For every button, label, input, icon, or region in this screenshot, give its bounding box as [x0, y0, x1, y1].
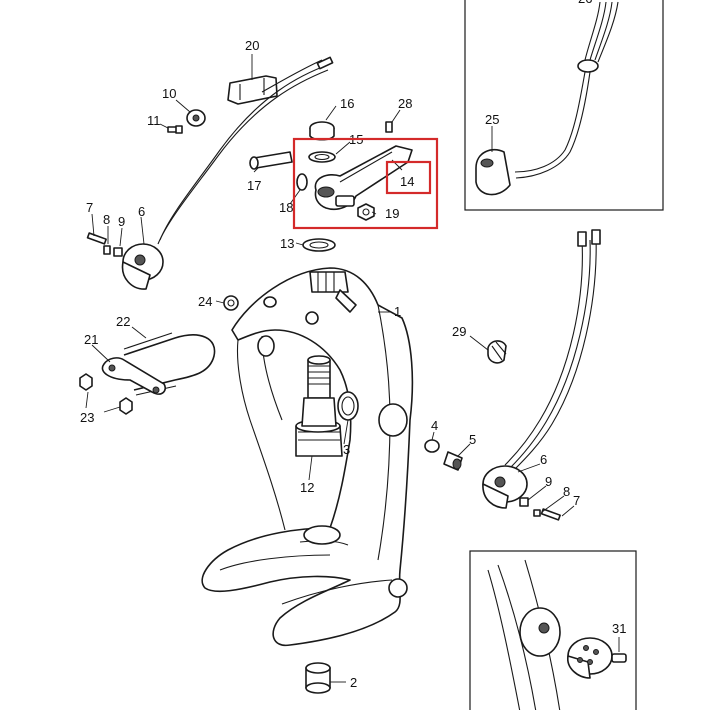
callout-3: 3	[343, 442, 350, 457]
callout-17: 17	[247, 178, 261, 193]
part-15-washer	[308, 151, 336, 163]
callout-20: 20	[245, 38, 259, 53]
part-29-clip	[487, 340, 507, 364]
harness-right	[504, 229, 601, 471]
part-19-nut	[357, 203, 375, 221]
leader-lines	[85, 54, 575, 683]
part-28-screw	[385, 121, 393, 133]
part-21-plate	[101, 357, 167, 395]
part-13-washer	[302, 238, 336, 252]
callout-11: 11	[147, 113, 161, 128]
callout-31: 31	[612, 621, 626, 636]
fasteners-right-7-8-9	[519, 497, 561, 521]
callout-23: 23	[80, 410, 94, 425]
part-17-pin	[249, 151, 293, 170]
callout-21: 21	[84, 332, 98, 347]
callout-1: 1	[394, 304, 401, 319]
inset-box-top-right	[464, 0, 664, 211]
sensor-left-part-6	[121, 216, 164, 290]
part-11-screw	[167, 125, 183, 134]
callout-28: 28	[398, 96, 412, 111]
inset-box-bottom-right	[469, 550, 637, 710]
callout-9-right: 9	[545, 474, 552, 489]
fasteners-left-7-8-9	[86, 232, 123, 257]
callout-19: 19	[385, 206, 399, 221]
part-5-bushing	[443, 451, 463, 471]
callout-labels: 20 10 11 16 28 15 17 14 18 19 7 8 9 6 13…	[80, 0, 626, 690]
callout-5: 5	[469, 432, 476, 447]
part-22-u-bolt	[123, 332, 216, 396]
callout-10: 10	[162, 86, 176, 101]
callout-13: 13	[280, 236, 294, 251]
callout-8-left: 8	[103, 212, 110, 227]
callout-7-left: 7	[86, 200, 93, 215]
part-18-washer	[296, 173, 308, 191]
callout-24: 24	[198, 294, 212, 309]
callout-6-left: 6	[138, 204, 145, 219]
callout-7-right: 7	[573, 493, 580, 508]
highlight-box-part-14	[385, 160, 432, 195]
part-24-ring	[223, 295, 239, 311]
callout-14: 14	[400, 174, 414, 189]
part-23-nuts	[79, 373, 133, 415]
highlight-box-assembly	[292, 137, 439, 230]
callout-4: 4	[431, 418, 438, 433]
part-16-bushing	[309, 121, 335, 141]
callout-8-right: 8	[563, 484, 570, 499]
part-10-plate	[186, 109, 206, 127]
part-20-clip	[227, 75, 278, 105]
callout-29: 29	[452, 324, 466, 339]
highlight-boxes	[292, 137, 439, 230]
callout-25: 25	[485, 112, 499, 127]
callout-12: 12	[300, 480, 314, 495]
callout-26: 26	[578, 0, 592, 6]
callout-16: 16	[340, 96, 354, 111]
callout-2: 2	[350, 675, 357, 690]
part-2-bushing	[305, 662, 331, 694]
callout-6-right: 6	[540, 452, 547, 467]
part-4-bushing	[424, 439, 440, 453]
harness-left	[157, 56, 334, 245]
sensor-right-part-6	[482, 465, 528, 509]
callout-22: 22	[116, 314, 130, 329]
swivel-bracket-part-1	[201, 267, 414, 647]
callout-9-left: 9	[118, 214, 125, 229]
callout-18: 18	[279, 200, 293, 215]
